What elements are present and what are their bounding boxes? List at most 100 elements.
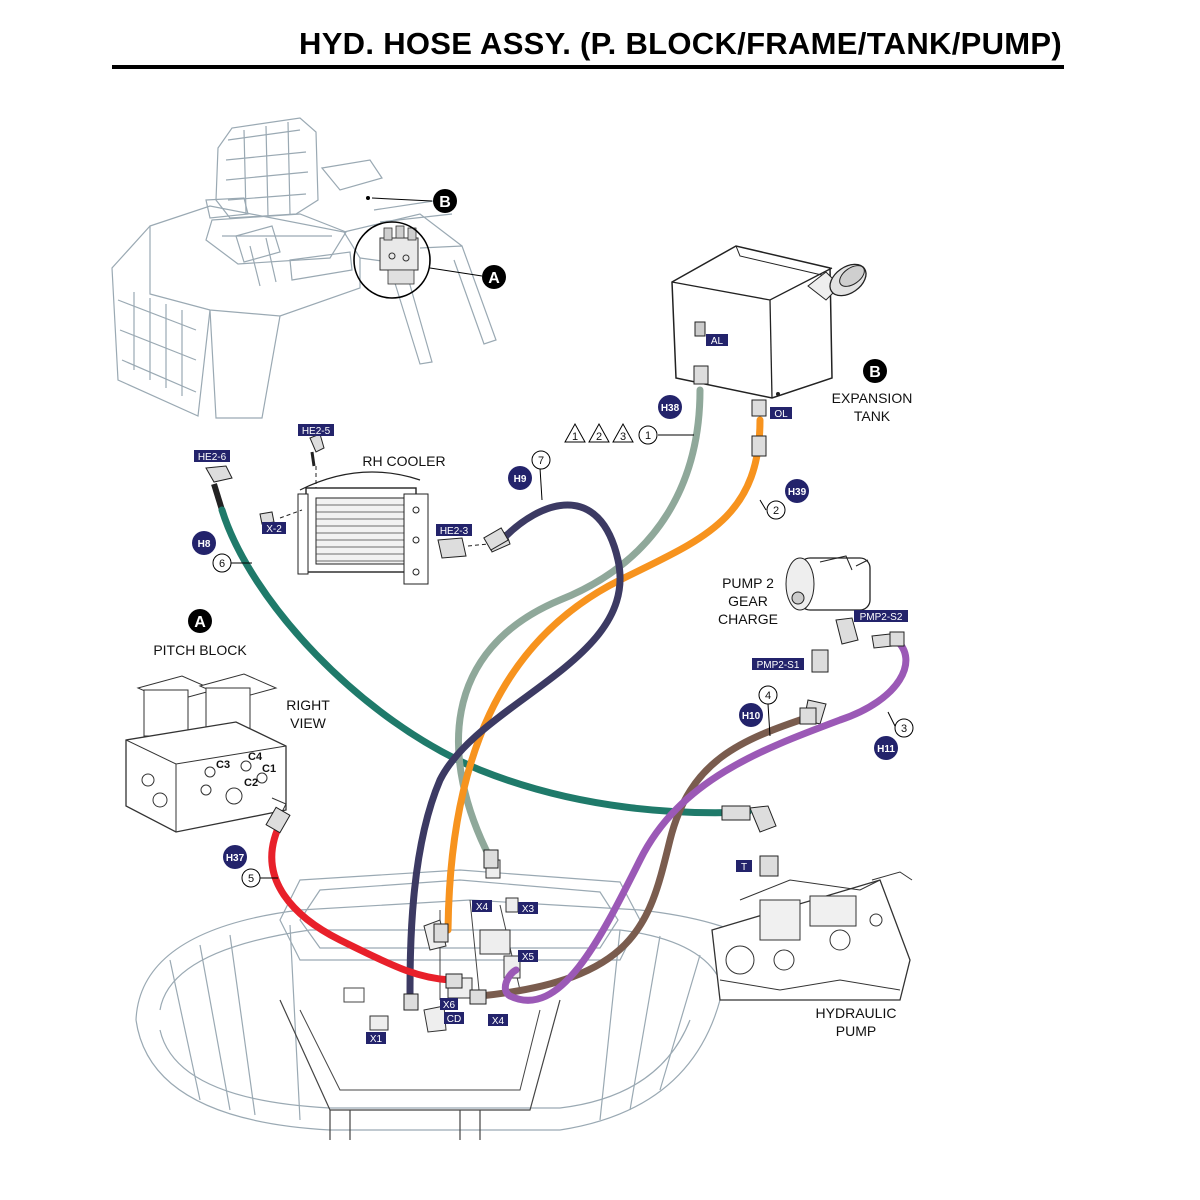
svg-text:H8: H8	[198, 539, 211, 550]
tag-x1: X1	[366, 1032, 386, 1045]
port-c4: C4	[248, 751, 263, 763]
tag-x4-bottom: X4	[488, 1014, 508, 1027]
svg-text:A: A	[194, 614, 206, 631]
tag-pmp2-s1: PMP2-S1	[752, 658, 804, 671]
hose-h10	[476, 712, 816, 1000]
svg-text:7: 7	[538, 455, 544, 467]
hose-h9	[406, 501, 624, 1004]
svg-text:X1: X1	[370, 1034, 383, 1045]
hose-tag-h39: H39	[785, 479, 809, 503]
pitch-block-label: PITCH BLOCK	[153, 642, 247, 658]
page-title: HYD. HOSE ASSY. (P. BLOCK/FRAME/TANK/PUM…	[299, 26, 1062, 61]
callout-a-top: A	[482, 265, 506, 289]
tag-t: T	[736, 860, 752, 873]
tag-pmp2-s2: PMP2-S2	[854, 610, 908, 623]
item-6: 6	[212, 553, 252, 573]
tag-x3: X3	[518, 902, 538, 915]
pump2-label-1: PUMP 2	[722, 575, 774, 591]
hydraulic-pump-label-2: PUMP	[836, 1023, 876, 1039]
expansion-tank-label-2: TANK	[854, 408, 891, 424]
svg-text:H37: H37	[226, 853, 245, 864]
pump2-label-2: GEAR	[728, 593, 768, 609]
hose-h38	[455, 386, 704, 862]
item-1: 1	[638, 425, 694, 445]
callout-b-tank: B	[863, 359, 887, 383]
svg-text:X-2: X-2	[266, 524, 282, 535]
tag-x-2: X-2	[262, 522, 286, 535]
rh-cooler-label: RH COOLER	[362, 453, 445, 469]
svg-text:X6: X6	[443, 1000, 456, 1011]
pump2-gear	[785, 555, 893, 725]
item-4: 4	[758, 685, 778, 737]
svg-text:H38: H38	[661, 403, 680, 414]
svg-text:1: 1	[645, 430, 651, 442]
tag-cd: CD	[444, 1012, 464, 1025]
svg-text:OL: OL	[774, 409, 788, 420]
right-view-label-2: VIEW	[290, 715, 327, 731]
tag-x5: X5	[518, 950, 538, 963]
svg-text:X4: X4	[476, 902, 489, 913]
cooler-fittings	[205, 433, 511, 559]
callout-b-top: B	[433, 189, 457, 213]
hose-tag-h37: H37	[223, 845, 247, 869]
tag-ol: OL	[770, 407, 792, 420]
svg-text:5: 5	[248, 873, 254, 885]
svg-text:H10: H10	[742, 711, 761, 722]
svg-text:HE2-5: HE2-5	[302, 426, 331, 437]
hose-end-fittings	[265, 435, 905, 1011]
svg-text:6: 6	[219, 558, 225, 570]
svg-text:B: B	[869, 364, 881, 381]
tag-he2-5: HE2-5	[298, 424, 334, 437]
machine-overview	[111, 117, 497, 419]
svg-text:H9: H9	[514, 474, 527, 485]
svg-text:3: 3	[901, 723, 907, 735]
warning-symbols: 1 2 3	[564, 422, 634, 443]
hose-tag-h38: H38	[658, 395, 682, 419]
svg-text:PMP2-S2: PMP2-S2	[860, 612, 903, 623]
svg-text:2: 2	[773, 505, 779, 517]
svg-text:H11: H11	[877, 744, 895, 755]
tag-he2-6: HE2-6	[194, 450, 230, 463]
svg-text:1: 1	[572, 431, 578, 443]
svg-text:CD: CD	[447, 1014, 461, 1025]
hose-h39	[444, 416, 764, 934]
item-7: 7	[531, 450, 551, 501]
svg-text:AL: AL	[711, 336, 724, 347]
svg-text:4: 4	[765, 690, 771, 702]
tag-x6: X6	[440, 998, 458, 1011]
tag-he2-3: HE2-3	[436, 524, 472, 537]
hose-tag-h9: H9	[508, 466, 532, 490]
tag-al: AL	[706, 334, 728, 347]
svg-text:X4: X4	[492, 1016, 505, 1027]
port-c2: C2	[244, 777, 258, 789]
svg-text:H39: H39	[788, 487, 807, 498]
svg-text:3: 3	[620, 431, 626, 443]
title-rule	[112, 65, 1064, 69]
right-view-label-1: RIGHT	[286, 697, 330, 713]
hose-h37	[268, 816, 454, 984]
expansion-tank	[671, 245, 867, 417]
tag-x4-top: X4	[472, 900, 492, 913]
hose-tag-h8: H8	[192, 531, 216, 555]
pitch-block	[125, 673, 287, 833]
svg-text:X5: X5	[522, 952, 535, 963]
svg-text:PMP2-S1: PMP2-S1	[757, 660, 800, 671]
hydraulic-pump-label-1: HYDRAULIC	[816, 1005, 897, 1021]
svg-text:X3: X3	[522, 904, 535, 915]
expansion-tank-label-1: EXPANSION	[832, 390, 913, 406]
svg-text:2: 2	[596, 431, 602, 443]
port-c1: C1	[262, 763, 276, 775]
svg-text:T: T	[741, 862, 747, 873]
hose-tag-h11: H11	[874, 736, 898, 760]
item-5: 5	[241, 868, 278, 888]
rh-cooler	[297, 471, 429, 585]
svg-text:HE2-6: HE2-6	[198, 452, 227, 463]
pump2-label-3: CHARGE	[718, 611, 778, 627]
svg-text:B: B	[439, 194, 451, 211]
detail-circle-a	[353, 221, 431, 299]
svg-text:A: A	[488, 270, 500, 287]
port-c3: C3	[216, 759, 230, 771]
hydraulic-pump	[711, 805, 913, 1001]
hose-h11	[501, 636, 910, 1004]
